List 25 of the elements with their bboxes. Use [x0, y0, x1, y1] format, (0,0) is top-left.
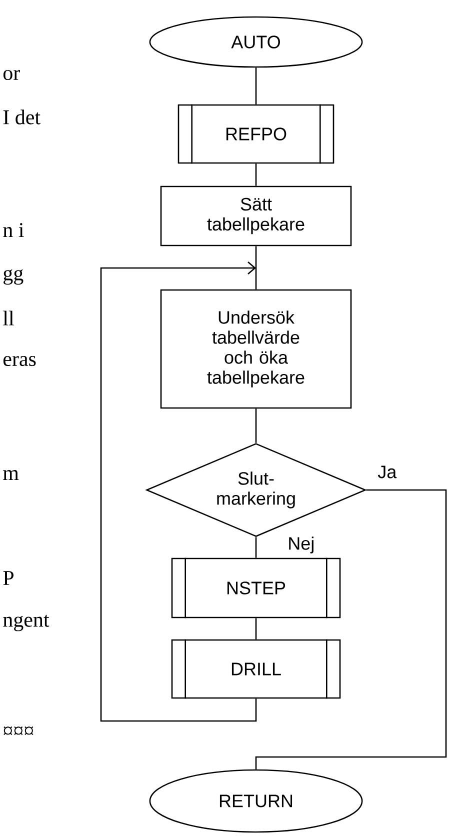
subroutine-box: REFPO: [178, 104, 334, 164]
subroutine-box: DRILL: [171, 639, 341, 699]
connector: [255, 489, 447, 770]
connector: [100, 262, 257, 722]
subroutine-box: NSTEP: [171, 558, 341, 618]
process-box: Undersök tabellvärde och öka tabellpekare: [160, 289, 352, 409]
connector: [255, 164, 257, 186]
text-fragment: I det: [3, 110, 40, 124]
edge-label: Nej: [286, 536, 316, 554]
connector: [255, 68, 257, 104]
edge-label: Ja: [376, 464, 398, 480]
text-fragment: or: [3, 70, 20, 80]
text-fragment: P: [3, 571, 14, 585]
connector: [255, 537, 257, 558]
connector: [255, 246, 257, 290]
text-fragment: eras: [3, 356, 36, 366]
text-fragment: gg: [4, 269, 24, 285]
text-fragment: n i: [3, 223, 24, 237]
text-fragment: m: [3, 470, 19, 480]
text-fragment: ngent: [3, 614, 50, 632]
connector: [255, 618, 257, 640]
text-fragment: ll: [3, 310, 14, 326]
connector: [255, 408, 257, 443]
process-box: Sätt tabellpekare: [160, 186, 352, 246]
text-fragment: ¤¤¤: [4, 726, 34, 735]
